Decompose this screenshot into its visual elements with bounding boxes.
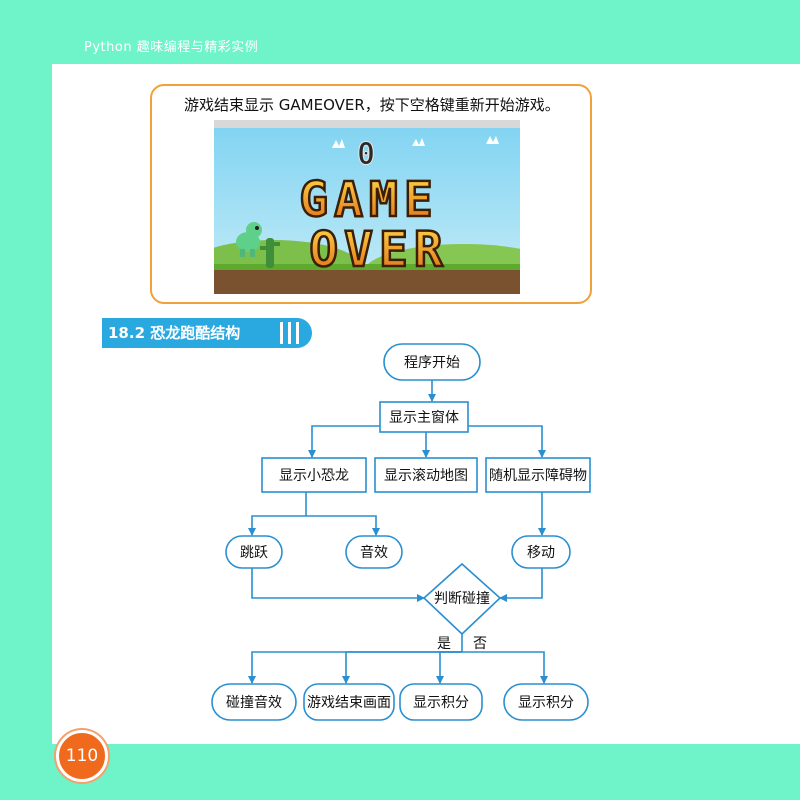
show-dino-node — [261, 457, 367, 493]
decision-node — [422, 562, 502, 636]
show-map-node — [374, 457, 478, 493]
game-over-line1: GAME — [299, 172, 439, 228]
show-map-label: 显示滚动地图 — [384, 467, 468, 484]
game-titlebar — [214, 120, 520, 128]
flow-arrow — [248, 651, 462, 684]
no-label: 否 — [473, 636, 487, 652]
game-over-line2: OVER — [309, 222, 449, 278]
show-score-node-2 — [503, 683, 589, 721]
banner-stripe — [288, 322, 291, 344]
jump-node — [225, 535, 283, 569]
page-number-badge: 110 — [56, 730, 108, 782]
flow-arrow — [248, 515, 306, 536]
book-header-title: Python 趣味编程与精彩实例 — [84, 40, 259, 55]
show-obstacles-label: 随机显示障碍物 — [489, 468, 587, 484]
game-over-screenshot: 0 GAME OVER — [214, 120, 520, 294]
show-score-label-1: 显示积分 — [413, 695, 469, 711]
yes-label: 是 — [437, 636, 451, 652]
cloud-icon — [332, 136, 499, 148]
flow-arrow — [462, 651, 548, 684]
section-banner: 18.2 恐龙跑酷结构 — [102, 318, 312, 348]
screenshot-frame: 游戏结束显示 GAMEOVER，按下空格键重新开始游戏。 0 GAME OVER — [150, 84, 592, 304]
sound-label: 音效 — [360, 544, 388, 561]
cactus-icon — [260, 238, 280, 268]
caption-text: 游戏结束显示 GAMEOVER，按下空格键重新开始游戏。 — [184, 96, 560, 114]
start-label: 程序开始 — [404, 355, 460, 371]
collision-sound-label: 碰撞音效 — [226, 694, 282, 711]
banner-stripe — [296, 322, 299, 344]
page-number: 110 — [65, 746, 99, 766]
section-title: 18.2 恐龙跑酷结构 — [108, 324, 241, 342]
main-window-node — [379, 401, 469, 433]
collision-sound-node — [211, 683, 297, 721]
show-score-node-1 — [399, 683, 483, 721]
show-dino-label: 显示小恐龙 — [279, 468, 349, 484]
show-obstacles-node — [485, 457, 591, 493]
decision-label: 判断碰撞 — [434, 591, 490, 607]
flow-arrow — [440, 425, 546, 458]
jump-label: 跳跃 — [240, 545, 268, 561]
flow-arrow — [499, 568, 543, 602]
banner-stripe — [280, 322, 283, 344]
flow-arrow — [306, 515, 380, 536]
move-node — [511, 535, 571, 569]
start-node — [383, 343, 481, 381]
flow-arrow — [342, 651, 462, 684]
game-ground — [214, 268, 520, 294]
game-over-screen-node — [303, 683, 395, 721]
flow-arrow — [436, 651, 462, 684]
grass-strip — [214, 264, 520, 270]
show-score-label-2: 显示积分 — [518, 695, 574, 711]
dinosaur-icon — [236, 222, 262, 257]
main-window-label: 显示主窗体 — [389, 409, 459, 426]
game-over-screen-label: 游戏结束画面 — [307, 695, 391, 711]
move-label: 移动 — [527, 545, 555, 561]
sound-node — [345, 535, 403, 569]
game-score: 0 — [357, 137, 375, 172]
flow-arrow — [251, 568, 425, 602]
